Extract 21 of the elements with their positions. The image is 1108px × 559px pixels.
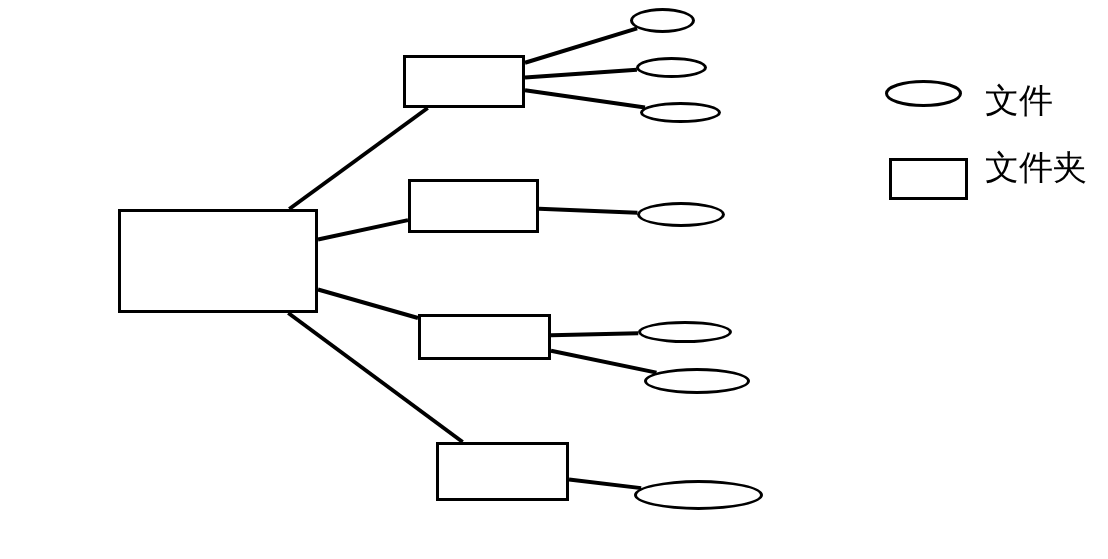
connector-line <box>524 26 638 65</box>
folder-box <box>118 209 318 313</box>
connector-line <box>550 348 657 375</box>
connector-line <box>524 67 637 80</box>
folder-box <box>436 442 569 501</box>
folder-box <box>408 179 539 233</box>
folder-box <box>418 314 551 360</box>
connector-line <box>538 206 638 215</box>
connector-line <box>287 311 464 444</box>
connector-line <box>288 106 429 211</box>
file-ellipse <box>636 57 707 78</box>
file-ellipse <box>644 368 750 394</box>
folder-box <box>403 55 525 108</box>
file-ellipse <box>640 102 721 123</box>
connector-line <box>550 331 639 338</box>
legend-text: 文件夹 <box>985 150 1087 184</box>
legend-text: 文件 <box>985 83 1053 117</box>
connector-line <box>317 287 419 320</box>
connector-line <box>568 477 642 491</box>
connector-line <box>317 218 409 242</box>
file-ellipse <box>630 8 695 33</box>
